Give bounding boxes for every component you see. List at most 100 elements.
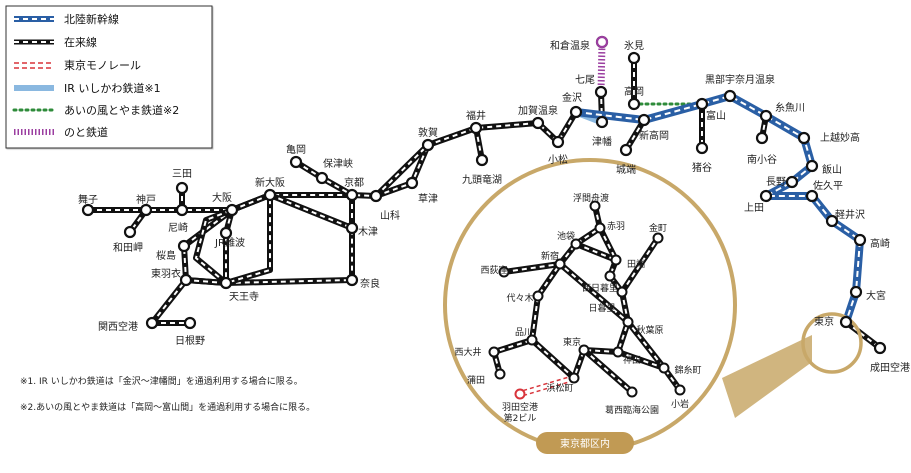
legend: 北陸新幹線 在来線 東京モノレール IR いしかわ鉄道※1 あいの風とやま鉄道※… xyxy=(5,5,213,149)
station-marker-kanazawa xyxy=(569,105,583,119)
station-marker-shinosaka xyxy=(263,188,277,202)
station-marker-sanda xyxy=(175,181,189,195)
station-marker-takasaki xyxy=(853,233,867,247)
inset-station-label-kinshicho: 錦糸町 xyxy=(674,364,701,376)
conventional-line-stripe xyxy=(225,209,233,283)
station-label-kobe: 神戸 xyxy=(136,193,156,206)
conventional-line-stripe xyxy=(575,243,617,261)
station-marker-hineno xyxy=(183,316,197,330)
station-label-ueda: 上田 xyxy=(744,202,764,214)
inset-station-marker-hamamatsucho xyxy=(568,372,580,384)
inset-station-label-kanda: 神田 xyxy=(623,354,641,366)
inset-station-marker-shinjuku xyxy=(554,258,566,270)
station-label-takasaki: 高崎 xyxy=(870,237,890,250)
inset-station-marker-nishioi xyxy=(488,346,500,358)
station-marker-minamiotari xyxy=(755,131,769,145)
station-marker-nara xyxy=(345,273,359,287)
station-marker-amagasaki xyxy=(175,203,189,217)
station-label-tokyo: 東京 xyxy=(814,315,834,328)
station-label-kagaonsen: 加賀温泉 xyxy=(518,104,558,117)
station-marker-sakudaira xyxy=(805,189,819,203)
station-label-hozukyo: 保津峡 xyxy=(323,157,353,170)
station-label-osaka: 大阪 xyxy=(212,191,232,204)
inset-station-label-kamata: 蒲田 xyxy=(467,374,485,386)
inset-station-marker-kanda xyxy=(612,346,624,358)
station-label-nagano: 長野 xyxy=(766,176,786,188)
station-label-himi: 氷見 xyxy=(624,39,644,52)
station-label-kansaikuko: 関西空港 xyxy=(98,320,138,333)
station-label-karuizawa: 軽井沢 xyxy=(835,208,865,221)
station-marker-osaka xyxy=(225,203,239,217)
inset-station-label-nippori: 日暮里 xyxy=(588,302,615,314)
tokyo-highlight-circle xyxy=(801,312,863,374)
station-marker-kusatsu xyxy=(405,176,419,190)
monorail-line xyxy=(519,379,575,398)
noto-line xyxy=(597,41,606,93)
inset-station-label-nishiogikubo: 西荻窪 xyxy=(480,264,507,276)
station-label-joetsumyoko: 上越妙高 xyxy=(820,131,860,144)
inset-station-marker-nishiogikubo xyxy=(498,266,510,278)
inset-station-marker-kanamachi xyxy=(652,232,664,244)
station-marker-johana xyxy=(619,143,633,157)
legend-label-ainokaze: あいの風とやま鉄道※2 xyxy=(64,103,179,117)
station-label-kusatsu: 草津 xyxy=(418,193,438,205)
station-label-amagasaki: 尼崎 xyxy=(168,221,188,234)
inset-station-marker-kinshicho xyxy=(658,362,670,374)
station-label-johana: 城端 xyxy=(616,163,636,176)
inset-station-label-nishinippori: 西日暮里 xyxy=(582,282,618,294)
station-marker-kansaikuko xyxy=(145,316,159,330)
inset-station-marker-haneda xyxy=(514,388,526,400)
station-label-jrnamba: JR難波 xyxy=(214,236,245,249)
station-marker-wakuraonsen-noto xyxy=(595,35,609,49)
legend-item-noto: のと鉄道 xyxy=(14,125,108,139)
station-label-kameoka: 亀岡 xyxy=(286,143,306,156)
inset-station-marker-ikebukuro xyxy=(570,238,582,250)
station-label-tsubata: 津幡 xyxy=(592,135,612,148)
station-marker-hozukyo xyxy=(315,171,329,185)
conventional-line-stripe xyxy=(621,237,659,293)
conventional-line-stripe xyxy=(583,349,633,393)
legend-item-ir: IR いしかわ鉄道※1 xyxy=(14,81,161,95)
station-label-itoigawa: 糸魚川 xyxy=(775,101,805,114)
inset-station-marker-koiwa xyxy=(674,384,686,396)
inset-station-label-shinagawa: 品川 xyxy=(515,327,533,338)
station-label-sanda: 三田 xyxy=(172,169,192,180)
inset-station-label-kanamachi: 金町 xyxy=(649,222,667,234)
station-marker-kobe xyxy=(139,203,153,217)
station-marker-nanao xyxy=(594,85,608,99)
station-label-iiyama: 飯山 xyxy=(822,163,842,176)
station-label-fukui: 福井 xyxy=(466,109,486,122)
station-marker-itoigawa xyxy=(759,109,773,123)
inset-station-marker-kamata xyxy=(494,368,506,380)
station-label-hineno: 日根野 xyxy=(175,334,205,347)
station-marker-kagaonsen xyxy=(531,116,545,130)
station-label-nanao: 七尾 xyxy=(575,74,595,86)
station-label-naritakuko: 成田空港 xyxy=(870,361,910,374)
legend-item-shinkansen: 北陸新幹線 xyxy=(14,12,119,26)
station-label-nara: 奈良 xyxy=(360,277,380,290)
monorail-line xyxy=(519,374,575,393)
station-marker-omiya xyxy=(849,285,863,299)
inset-station-label-koiwa: 小岩 xyxy=(671,398,689,410)
conventional-line-stripe xyxy=(845,321,881,349)
station-marker-komatsu xyxy=(551,135,565,149)
station-label-shintakaoka: 新高岡 xyxy=(639,129,669,142)
inset-station-marker-akabane xyxy=(594,222,606,234)
station-label-kyoto: 京都 xyxy=(344,176,364,189)
station-marker-kizu xyxy=(345,221,359,235)
station-label-toyama: 富山 xyxy=(706,109,726,122)
inset-station-marker-kasairinkai xyxy=(626,386,638,398)
stations xyxy=(81,35,887,400)
inset-badge xyxy=(536,432,634,454)
tokyo-inset: 東京都区内 xyxy=(443,158,863,454)
inset-connector xyxy=(722,335,812,418)
station-marker-sakurajima xyxy=(177,239,191,253)
station-marker-takaoka xyxy=(627,97,641,111)
inset-station-marker-tokyo xyxy=(578,344,590,356)
inset-station-label-shinjuku: 新宿 xyxy=(541,250,559,262)
legend-label-shinkansen: 北陸新幹線 xyxy=(64,12,119,26)
station-label-sakudaira: 佐久平 xyxy=(813,180,843,192)
inset-station-label-nishioi: 西大井 xyxy=(454,346,481,358)
station-marker-maiko xyxy=(81,203,95,217)
